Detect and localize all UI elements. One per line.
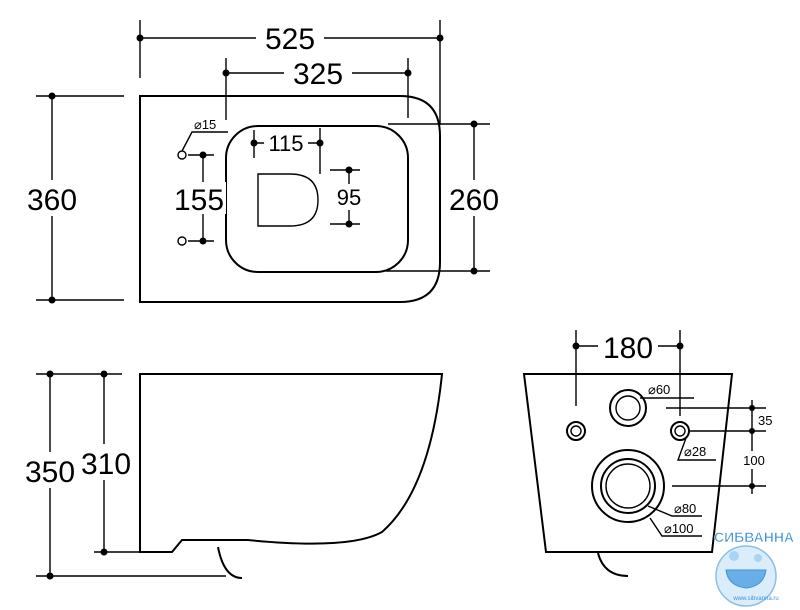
dim-350: 350 [25, 456, 75, 489]
water-inlet [609, 389, 647, 427]
side-foot-arc [217, 546, 243, 579]
dim-360: 360 [27, 184, 77, 217]
dim-35: 35 [758, 413, 772, 428]
top-outline [139, 95, 441, 303]
rear-outline [522, 373, 734, 553]
rear-view: 180 ⌀60 ⌀28 ⌀80 ⌀100 35 100 [522, 330, 772, 577]
watermark-url: www.sibvanna.ru [732, 596, 778, 602]
watermark: СИБВАННА www.sibvanna.ru [714, 529, 794, 607]
fixing-hole-top [177, 150, 187, 160]
side-outline [139, 373, 444, 553]
top-view: 525 325 360 260 ⌀15 [20, 20, 504, 304]
outlet-outer [591, 449, 665, 523]
side-view: 350 310 [22, 370, 444, 580]
watermark-brand: СИБВАННА [714, 529, 794, 545]
dim-310: 310 [81, 448, 131, 481]
dim-260: 260 [449, 184, 499, 217]
bolt-hole-left [566, 421, 586, 441]
bolt-hole-right [670, 421, 690, 441]
dim-100: 100 [743, 453, 765, 468]
dim-d100: ⌀100 [664, 521, 694, 536]
dim-325: 325 [293, 58, 343, 91]
dim-525: 525 [265, 23, 315, 56]
drain-outline [257, 173, 319, 227]
dim-155: 155 [174, 184, 224, 217]
dim-d80: ⌀80 [674, 501, 696, 516]
dim-95: 95 [337, 185, 361, 210]
dim-d60: ⌀60 [648, 382, 670, 397]
dim-d28: ⌀28 [684, 444, 706, 459]
dim-d15: ⌀15 [194, 117, 216, 132]
outlet-inner [600, 458, 656, 514]
fixing-hole-bottom [177, 236, 187, 246]
dim-180: 180 [603, 332, 653, 365]
rear-foot-arc [597, 552, 629, 577]
dim-115: 115 [268, 131, 303, 156]
